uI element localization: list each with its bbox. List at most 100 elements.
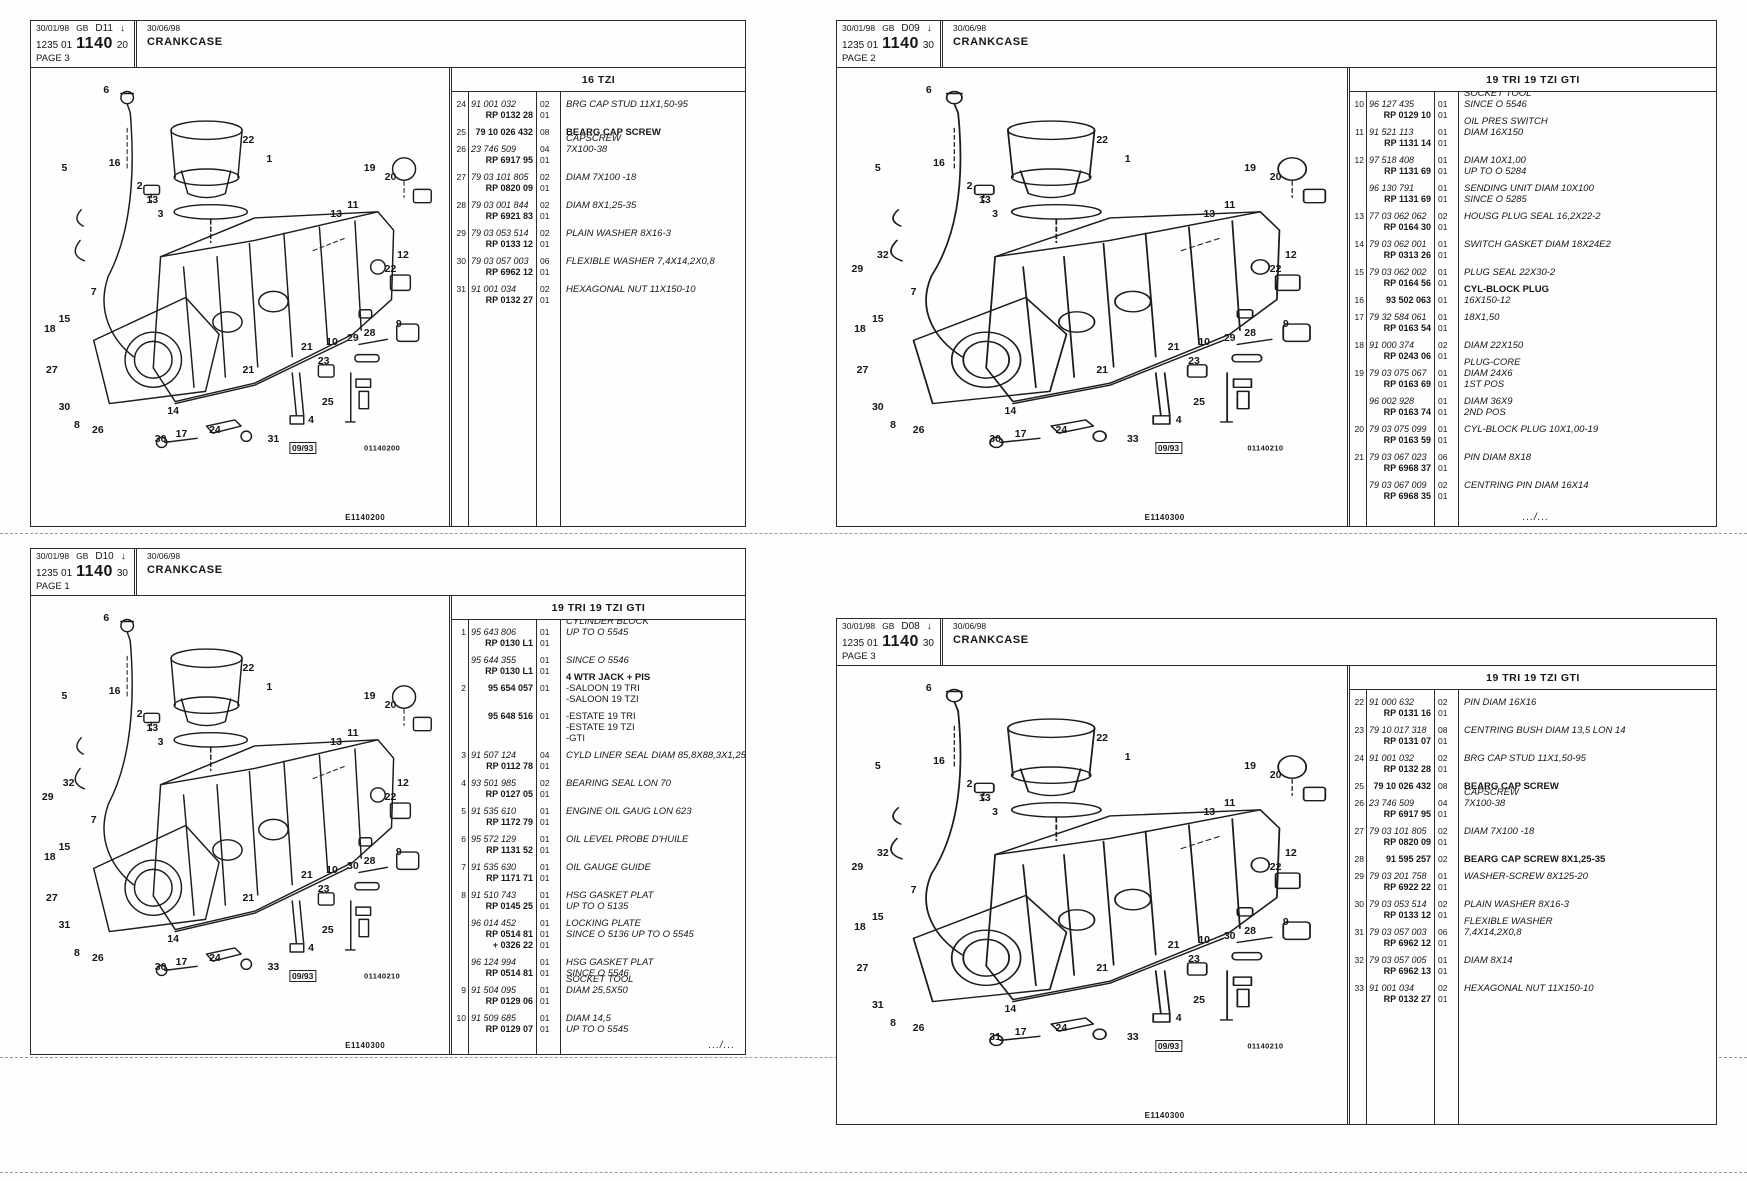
- header-catalog: 1235 01: [842, 638, 879, 649]
- description-line: SOCKET TOOL: [1464, 92, 1532, 99]
- description-line: -SALOON 19 TRI: [566, 683, 640, 694]
- quantity-line: 01: [1438, 955, 1448, 965]
- quantity-line: 01: [540, 834, 550, 844]
- diagram-callout: 25: [321, 924, 334, 937]
- description-line: OIL PRES SWITCH: [1464, 116, 1548, 127]
- part-number-cell: 95 648 516: [468, 711, 536, 744]
- quantity-line: 01: [1438, 910, 1448, 920]
- diagram-callout: 09/93: [289, 441, 317, 454]
- description-cell: HEXAGONAL NUT 11X150-10: [1458, 983, 1716, 1005]
- quantity-line: 06: [1438, 927, 1448, 937]
- part-number-line: 91 521 113: [1369, 127, 1414, 137]
- quantity-line: 08: [1438, 781, 1448, 791]
- diagram-callout: 22: [384, 262, 397, 275]
- diagram-callout: 29: [347, 331, 359, 344]
- quantity-line: 04: [540, 750, 550, 760]
- header-group: 1140: [76, 563, 113, 580]
- part-number-line: 79 03 101 805: [1369, 826, 1427, 836]
- diagram-callout: 33: [1126, 432, 1139, 445]
- ref-number: 1: [461, 627, 466, 637]
- ref-number: 24: [456, 99, 466, 109]
- header-group: 1140: [76, 35, 113, 52]
- diagram-callout: 15: [871, 313, 884, 326]
- diagram-callout: 4: [1175, 414, 1182, 427]
- description-line: 7,4X14,2X0,8: [1464, 927, 1522, 938]
- quantity-line: 01: [1438, 267, 1448, 277]
- diagram-callout: 9: [395, 846, 402, 859]
- diagram-callout: 23: [1188, 354, 1200, 367]
- part-number-line: 23 746 509: [471, 144, 517, 154]
- diagram-callout: 18: [43, 850, 56, 863]
- diagram-callout: 5: [61, 161, 68, 174]
- diagram-callout: 01140210: [1247, 1041, 1284, 1051]
- diagram-callout: 14: [1004, 405, 1017, 418]
- quantity-line: 01: [1438, 110, 1448, 120]
- quantity-line: 01: [1438, 351, 1448, 361]
- part-number-line: 93 502 063: [1385, 295, 1431, 305]
- quantity-line: 01: [540, 211, 550, 221]
- header-variant: 30: [116, 568, 128, 579]
- header-catalog: 1235 01: [36, 568, 73, 579]
- diagram-callout: 21: [301, 340, 313, 353]
- description-line: CENTRING PIN DIAM 16X14: [1464, 480, 1589, 491]
- diagram-callout: 21: [1096, 961, 1109, 974]
- quantity-cell: 01: [1434, 295, 1458, 306]
- description-cell: PIN DIAM 16X16: [1458, 697, 1716, 719]
- ref-number: 8: [461, 890, 466, 900]
- diagram-callout: 15: [58, 841, 71, 854]
- quantity-line: 01: [540, 239, 550, 249]
- down-arrow-icon: ↓: [926, 23, 932, 34]
- diagram-callout: 01140200: [364, 443, 401, 453]
- header-line-date: 30/01/98 GB D11 ↓: [36, 23, 130, 34]
- quantity-line: 01: [1438, 809, 1448, 819]
- quantity-line: 01: [1438, 396, 1448, 406]
- diagram-callout: 24: [1055, 1021, 1068, 1034]
- quantity-line: 02: [1438, 854, 1448, 864]
- description-line: HOUSG PLUG SEAL 16,2X22-2: [1464, 211, 1601, 222]
- diagram-callout: 5: [874, 759, 881, 772]
- diagram-callout: 23: [317, 882, 330, 895]
- part-number-line: 79 03 057 003: [1369, 927, 1427, 937]
- diagram-callout: 4: [308, 942, 314, 955]
- description-line: DIAM 14,5: [566, 1013, 611, 1024]
- part-number-line: RP 6922 22: [1383, 882, 1431, 892]
- description-line: DIAM 10X1,00: [1464, 155, 1526, 166]
- diagram-callout: 3: [992, 207, 999, 220]
- quantity-line: 02: [540, 99, 550, 109]
- part-number-line: RP 0514 81: [485, 968, 533, 978]
- part-number-line: RP 0514 81: [485, 929, 533, 939]
- description-cell: BEARG CAP SCREW: [560, 127, 745, 138]
- header-line-number: 1235 01 1140 20: [36, 35, 130, 53]
- diagram-callout: 14: [1004, 1003, 1017, 1016]
- ref-number: 25: [456, 127, 466, 137]
- quantity-line: 01: [1438, 938, 1448, 948]
- catalog-panel: 30/01/98 GB D09 ↓ 1235 01 1140 30 PAGE 2…: [836, 20, 1717, 527]
- part-number-line: 79 10 017 318: [1369, 725, 1427, 735]
- description-line: 7X100-38: [1464, 798, 1506, 809]
- diagram-callout: 2: [966, 778, 973, 791]
- quantity-line: 01: [1438, 994, 1448, 1004]
- diagram-callout: 6: [103, 611, 110, 624]
- part-number-line: 79 03 101 805: [471, 172, 529, 182]
- part-number-line: RP 0127 05: [485, 789, 533, 799]
- part-number-line: 91 001 034: [1369, 983, 1415, 993]
